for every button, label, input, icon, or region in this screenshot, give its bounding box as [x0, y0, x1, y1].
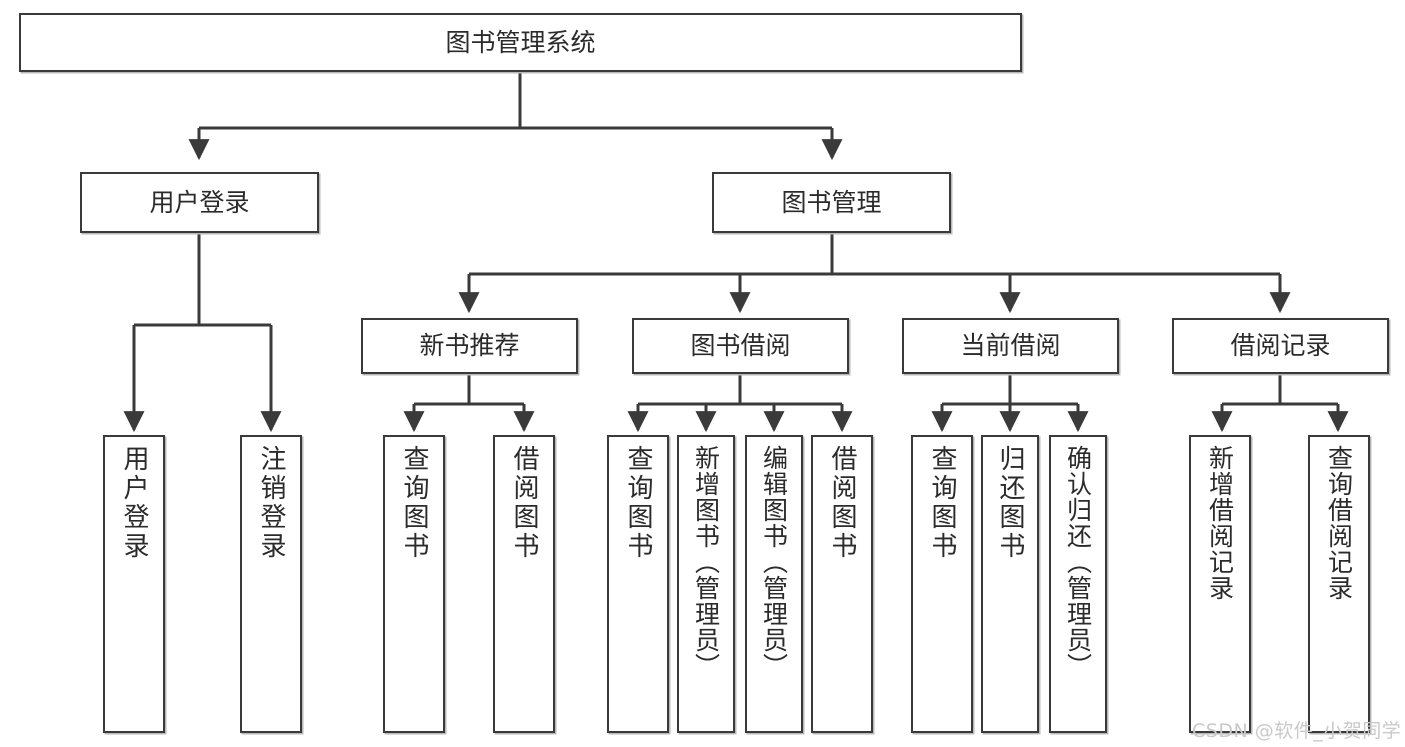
node-leaf-edit-book-label: 编辑图书（管理员）: [759, 445, 789, 679]
node-book-manage-label: 图书管理: [781, 187, 882, 217]
node-leaf-confirm-return[interactable]: 确认归还（管理员）: [1049, 435, 1107, 733]
node-leaf-add-book[interactable]: 新增图书（管理员）: [677, 435, 735, 733]
node-borrow-record-label: 借阅记录: [1230, 331, 1331, 361]
node-leaf-borrow-book-2[interactable]: 借阅图书: [811, 435, 873, 733]
node-leaf-query-book-1[interactable]: 查询图书: [383, 435, 445, 733]
node-leaf-query-book-3[interactable]: 查询图书: [911, 435, 973, 733]
node-current-borrow-label: 当前借阅: [960, 331, 1061, 361]
node-leaf-borrow-book-1-label: 借阅图书: [509, 445, 539, 561]
node-book-borrow[interactable]: 图书借阅: [632, 318, 849, 374]
node-new-book-recommend[interactable]: 新书推荐: [361, 318, 578, 374]
node-leaf-user-logout-label: 注销登录: [256, 445, 286, 561]
edges-book-borrow-to-leaves: [627, 374, 853, 433]
edges-book-manage-to-level2: [458, 233, 1291, 314]
node-leaf-query-book-2[interactable]: 查询图书: [607, 435, 669, 733]
node-borrow-record[interactable]: 借阅记录: [1172, 318, 1389, 374]
node-leaf-query-book-3-label: 查询图书: [927, 445, 957, 561]
node-leaf-query-record-label: 查询借阅记录: [1324, 445, 1354, 601]
edges-root-to-level1: [188, 72, 843, 161]
node-leaf-borrow-book-1[interactable]: 借阅图书: [493, 435, 555, 733]
node-leaf-return-book[interactable]: 归还图书: [981, 435, 1039, 733]
node-leaf-user-logout[interactable]: 注销登录: [240, 435, 302, 733]
node-leaf-borrow-book-2-label: 借阅图书: [827, 445, 857, 561]
edges-user-login-to-leaves: [123, 233, 282, 433]
node-current-borrow[interactable]: 当前借阅: [902, 318, 1119, 374]
node-leaf-user-login[interactable]: 用户登录: [103, 435, 165, 733]
node-leaf-add-book-label: 新增图书（管理员）: [691, 445, 721, 679]
node-root-label: 图书管理系统: [445, 27, 596, 57]
node-leaf-user-login-label: 用户登录: [119, 445, 149, 561]
node-user-login[interactable]: 用户登录: [80, 172, 319, 233]
edges-borrow-record-to-leaves: [1211, 374, 1349, 433]
node-root[interactable]: 图书管理系统: [19, 13, 1022, 72]
node-leaf-return-book-label: 归还图书: [995, 445, 1025, 561]
node-leaf-query-book-2-label: 查询图书: [623, 445, 653, 561]
node-book-borrow-label: 图书借阅: [690, 331, 791, 361]
node-leaf-edit-book[interactable]: 编辑图书（管理员）: [745, 435, 803, 733]
node-leaf-add-record-label: 新增借阅记录: [1205, 445, 1235, 601]
node-book-manage[interactable]: 图书管理: [712, 172, 951, 233]
edges-current-borrow-to-leaves: [931, 374, 1089, 433]
node-leaf-confirm-return-label: 确认归还（管理员）: [1063, 445, 1093, 679]
node-leaf-query-record[interactable]: 查询借阅记录: [1308, 435, 1370, 733]
node-user-login-label: 用户登录: [149, 187, 250, 217]
node-leaf-query-book-1-label: 查询图书: [399, 445, 429, 561]
watermark-text: CSDN @软件_小贺同学: [1192, 720, 1402, 742]
node-leaf-add-record[interactable]: 新增借阅记录: [1189, 435, 1251, 733]
node-new-book-recommend-label: 新书推荐: [419, 331, 520, 361]
edges-new-book-recommend-to-leaves: [403, 374, 535, 433]
